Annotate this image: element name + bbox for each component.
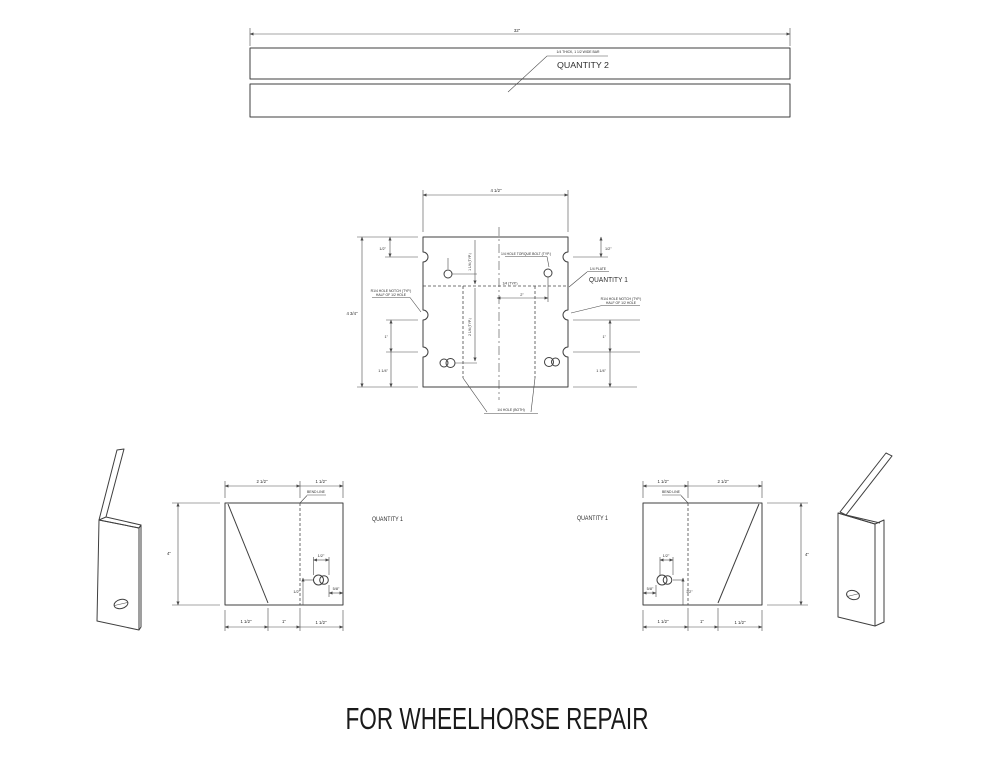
- lplate-bottom-dim-left-label: 1 1/2": [240, 619, 252, 624]
- plate-left-spacing-lower-label: 1 1/4": [378, 369, 388, 373]
- plate-hole-offset-note: 1/4 (TYP.): [502, 282, 517, 286]
- plate-left-notch-note-1: R1/4 HOLE NOTCH (TYP.): [371, 289, 412, 293]
- plate-hole-spacing-dim-label: 2": [520, 293, 524, 297]
- plate-bolt-note: 1/4 HOLE TORQUE BOLT (TYP.): [501, 252, 551, 256]
- plate-height-dim-label: 4 3/4": [346, 311, 358, 316]
- rplate-top-dim-left-label: 1 1/2": [657, 479, 669, 484]
- bar-stock-view: 32" 1/4 THICK, 1 1/2 WIDE BAR QUANTITY 2: [249, 28, 791, 118]
- plate-quantity-label: QUANTITY 1: [589, 277, 628, 284]
- rplate-bottom-dim-left-label: 1 1/2": [657, 619, 669, 624]
- plate-bottom-hole-note: 1/4 HOLE (BOTH): [497, 408, 525, 412]
- plate-left-spacing-upper-label: 1": [385, 335, 389, 339]
- right-plate-flat-view: 1 1/2" 2 1/2" 4" 1 1/2" 1" 1 1/2" 1/2" 1…: [577, 479, 809, 631]
- plate-width-dim-label: 4 1/2": [490, 188, 502, 193]
- plate-right-spacing-upper-label: 1": [603, 335, 607, 339]
- lplate-hole-width-dim-label: 1/2": [318, 554, 325, 558]
- rplate-quantity-label: QUANTITY 1: [577, 515, 608, 522]
- bar-length-dim-label: 32": [514, 28, 521, 33]
- rplate-height-dim-label: 4": [805, 552, 809, 557]
- plate-right-notch-note-2: HALF OF 1/2 HOLE: [606, 301, 637, 305]
- plate-right-spacing-lower-label: 1 1/4": [596, 369, 606, 373]
- bar-material-note: 1/4 THICK, 1 1/2 WIDE BAR: [557, 50, 600, 54]
- lplate-hole-side-dim-label: 1/2": [293, 590, 300, 594]
- lplate-bottom-dim-mid-label: 1": [282, 619, 286, 624]
- lplate-top-dim-left-label: 2 1/2": [256, 479, 268, 484]
- plate-upper-hole-dim-label: 1 1/4 (TYP.): [468, 253, 472, 271]
- rplate-bottom-dim-mid-label: 1": [700, 619, 704, 624]
- rplate-hole-width-dim-label: 1/2": [663, 554, 670, 558]
- plate-thickness-note: 1/4 PLATE: [590, 267, 607, 271]
- plate-topright-dim-label: 1/2": [605, 247, 612, 251]
- lplate-hole-corner-dim-label: 5/8": [333, 587, 340, 591]
- lplate-bend-note: BEND LINE: [307, 490, 326, 494]
- left-bracket-iso-view: [96, 448, 142, 631]
- rplate-bottom-dim-right-label: 1 1/2": [734, 620, 746, 625]
- rplate-hole-side-dim-label: 1/2": [686, 590, 693, 594]
- bar-quantity-label: QUANTITY 2: [557, 60, 609, 70]
- rplate-bend-note: BEND LINE: [662, 490, 681, 494]
- rplate-hole-corner-dim-label: 5/8": [647, 587, 654, 591]
- plate-lower-hole-dim-label: 2 1/4 (TYP.): [468, 318, 472, 336]
- lplate-bottom-dim-right-label: 1 1/2": [315, 620, 327, 625]
- lplate-quantity-label: QUANTITY 1: [372, 516, 403, 523]
- lplate-height-dim-label: 4": [167, 551, 171, 556]
- rplate-top-dim-right-label: 2 1/2": [717, 479, 729, 484]
- main-plate-view: 1/4 HOLE (BOTH) 4 1/2" 4 3/4" 1/2" 1/2" …: [346, 188, 641, 414]
- left-plate-flat-view: 2 1/2" 1 1/2" 4" 1 1/2" 1" 1 1/2" 1/2" 1…: [167, 479, 403, 631]
- drawing-title: FOR WHEELHORSE REPAIR: [346, 701, 649, 736]
- right-bracket-iso-view: [837, 452, 893, 627]
- plate-left-notch-note-2: HALF OF 1/2 HOLE: [376, 293, 407, 297]
- plate-right-notch-note-1: R1/4 HOLE NOTCH (TYP.): [601, 297, 642, 301]
- lplate-top-dim-right-label: 1 1/2": [315, 479, 327, 484]
- plate-topleft-dim-label: 1/2": [379, 247, 386, 251]
